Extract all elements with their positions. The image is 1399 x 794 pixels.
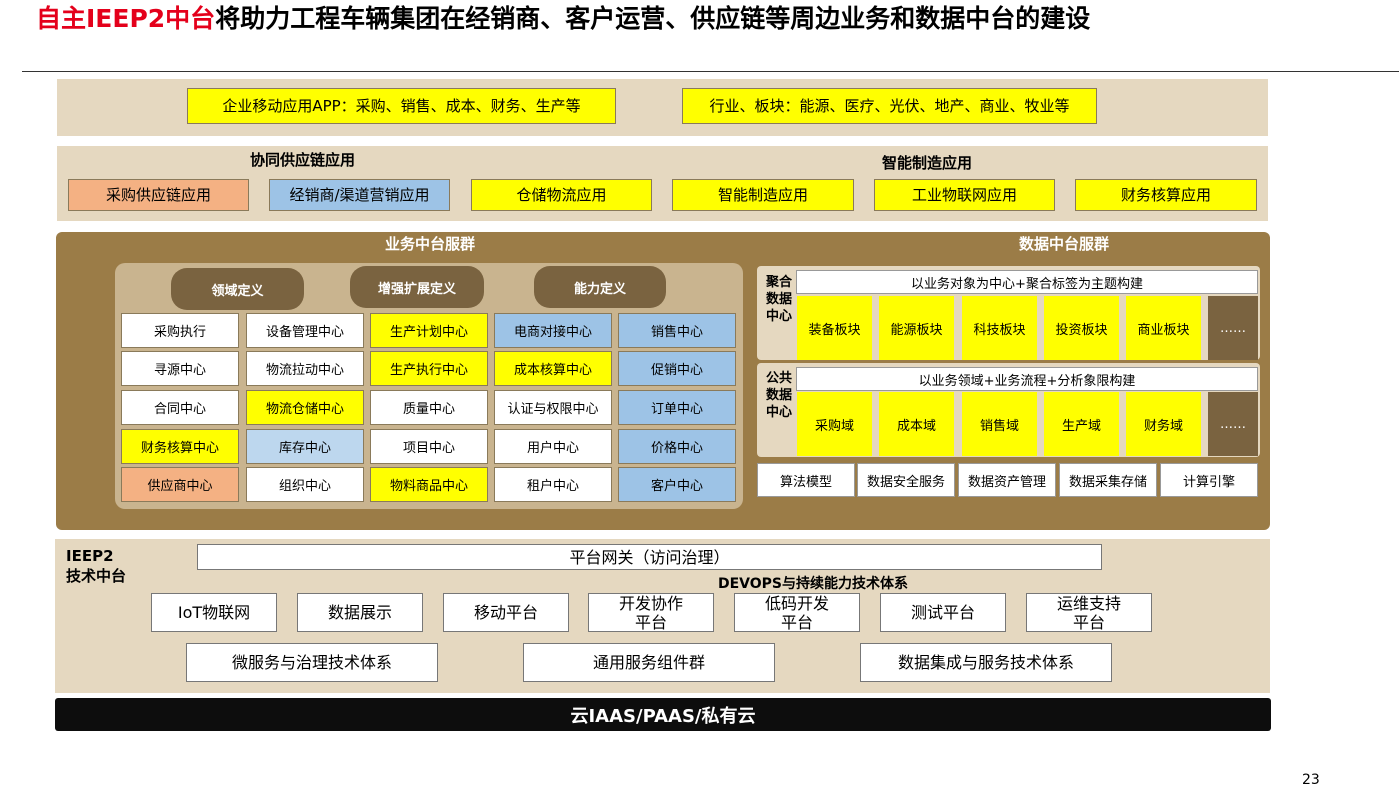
aggregate-item: 装备板块	[797, 296, 872, 360]
app-finance: 财务核算应用	[1075, 179, 1257, 211]
biz-center-cell: 合同中心	[121, 390, 239, 425]
aggregate-item: 能源板块	[879, 296, 954, 360]
biz-center-cell: 销售中心	[618, 313, 736, 348]
apps-band	[57, 146, 1268, 221]
biz-center-cell: 物料商品中心	[370, 467, 488, 502]
tech-module-box: 开发协作 平台	[588, 593, 714, 632]
pill-extension: 增强扩展定义	[350, 266, 484, 308]
aggregate-item: 科技板块	[962, 296, 1037, 360]
title-highlight: 自主IEEP2中台	[36, 4, 216, 33]
title-divider	[22, 71, 1399, 72]
data-platform-title: 数据中台服群	[1018, 235, 1109, 253]
biz-platform-title: 业务中台服群	[384, 235, 475, 253]
biz-center-cell: 设备管理中心	[246, 313, 364, 348]
biz-center-cell: 价格中心	[618, 429, 736, 464]
tech-side-label: IEEP2 技术中台	[66, 547, 127, 585]
public-item: 财务域	[1126, 392, 1201, 456]
biz-center-cell: 客户中心	[618, 467, 736, 502]
public-side-label: 公共 数据 中心	[765, 371, 792, 420]
biz-center-cell: 项目中心	[370, 429, 488, 464]
public-item: 生产域	[1044, 392, 1119, 456]
biz-center-cell: 促销中心	[618, 351, 736, 386]
biz-center-cell: 供应商中心	[121, 467, 239, 502]
biz-center-cell: 质量中心	[370, 390, 488, 425]
public-item: 采购域	[797, 392, 872, 456]
aggregate-item: 商业板块	[1126, 296, 1201, 360]
data-service-box: 数据安全服务	[857, 463, 955, 497]
aggregate-item: 投资板块	[1044, 296, 1119, 360]
tech-module-box: 数据展示	[297, 593, 423, 632]
biz-center-cell: 成本核算中心	[494, 351, 612, 386]
tech-module-box: 运维支持 平台	[1026, 593, 1152, 632]
public-head: 以业务领域+业务流程+分析象限构建	[796, 367, 1258, 391]
app-procurement: 采购供应链应用	[68, 179, 249, 211]
biz-center-cell: 用户中心	[494, 429, 612, 464]
biz-center-cell: 认证与权限中心	[494, 390, 612, 425]
app-warehouse: 仓储物流应用	[471, 179, 652, 211]
pill-domain: 领域定义	[171, 268, 304, 310]
app-dealer: 经销商/渠道营销应用	[269, 179, 450, 211]
mobile-app-box: 企业移动应用APP：采购、销售、成本、财务、生产等	[187, 88, 616, 124]
biz-center-cell: 寻源中心	[121, 351, 239, 386]
biz-center-cell: 生产执行中心	[370, 351, 488, 386]
tech-module-box: IoT物联网	[151, 593, 277, 632]
biz-center-cell: 库存中心	[246, 429, 364, 464]
gateway-box: 平台网关（访问治理）	[197, 544, 1102, 570]
smart-manufacturing-label: 智能制造应用	[882, 154, 973, 172]
biz-center-cell: 电商对接中心	[494, 313, 612, 348]
biz-center-cell: 租户中心	[494, 467, 612, 502]
biz-center-cell: 物流拉动中心	[246, 351, 364, 386]
tech-system-box: 微服务与治理技术体系	[186, 643, 438, 682]
biz-center-cell: 采购执行	[121, 313, 239, 348]
aggregate-head: 以业务对象为中心+聚合标签为主题构建	[796, 270, 1258, 294]
aggregate-item: ……	[1208, 296, 1258, 360]
data-service-box: 数据资产管理	[958, 463, 1056, 497]
pill-capability: 能力定义	[534, 266, 666, 308]
tech-module-box: 移动平台	[443, 593, 569, 632]
biz-center-cell: 生产计划中心	[370, 313, 488, 348]
tech-module-box: 低码开发 平台	[734, 593, 860, 632]
industry-box: 行业、板块：能源、医疗、光伏、地产、商业、牧业等	[682, 88, 1097, 124]
tech-system-box: 通用服务组件群	[523, 643, 775, 682]
page-title: 自主IEEP2中台将助力工程车辆集团在经销商、客户运营、供应链等周边业务和数据中…	[36, 4, 1256, 34]
devops-label: DEVOPS与持续能力技术体系	[718, 576, 909, 592]
public-item: 销售域	[962, 392, 1037, 456]
app-smart-manufacturing: 智能制造应用	[672, 179, 854, 211]
biz-center-cell: 物流仓储中心	[246, 390, 364, 425]
aggregate-side-label: 聚合 数据 中心	[765, 275, 792, 324]
title-rest: 将助力工程车辆集团在经销商、客户运营、供应链等周边业务和数据中台的建设	[215, 4, 1091, 33]
biz-center-cell: 财务核算中心	[121, 429, 239, 464]
biz-center-cell: 订单中心	[618, 390, 736, 425]
supply-chain-label: 协同供应链应用	[250, 151, 356, 169]
page-number: 23	[1302, 772, 1320, 788]
biz-center-cell: 组织中心	[246, 467, 364, 502]
app-iiot: 工业物联网应用	[874, 179, 1055, 211]
cloud-bar: 云IAAS/PAAS/私有云	[55, 698, 1271, 731]
public-item: 成本域	[879, 392, 954, 456]
data-service-box: 算法模型	[757, 463, 855, 497]
tech-module-box: 测试平台	[880, 593, 1006, 632]
public-item: ……	[1208, 392, 1258, 456]
data-service-box: 计算引擎	[1160, 463, 1258, 497]
data-service-box: 数据采集存储	[1059, 463, 1157, 497]
tech-system-box: 数据集成与服务技术体系	[860, 643, 1112, 682]
